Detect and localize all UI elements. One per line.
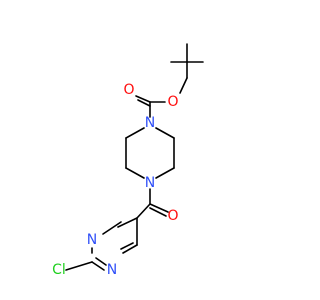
atom-label-o-ester: O xyxy=(167,94,178,110)
bond xyxy=(65,261,93,271)
bond xyxy=(125,167,145,179)
bond xyxy=(135,95,151,103)
bond xyxy=(155,127,175,139)
atom-labels: O O N N O N N Cl xyxy=(52,82,178,278)
bond xyxy=(155,167,175,179)
bond xyxy=(137,99,151,107)
bond xyxy=(149,203,169,213)
bonds xyxy=(65,43,204,271)
atom-label-n-pyrimidine-left: N xyxy=(87,232,97,248)
bond xyxy=(122,244,138,254)
atom-label-n-piperazine-top: N xyxy=(145,115,155,131)
bond xyxy=(125,127,145,139)
bond xyxy=(136,203,151,219)
bond xyxy=(102,221,122,235)
bond xyxy=(95,257,107,266)
atom-label-chlorine: Cl xyxy=(52,262,66,278)
bond xyxy=(149,207,167,217)
bond xyxy=(179,77,188,94)
bond xyxy=(120,242,134,250)
atom-label-o-carbonyl-amide: O xyxy=(167,208,178,224)
bond xyxy=(91,261,105,271)
atom-label-n-pyrimidine-bottom: N xyxy=(107,262,117,278)
atom-label-o-carbonyl-boc: O xyxy=(123,82,134,98)
atom-label-n-piperazine-bottom: N xyxy=(145,175,155,191)
molecule-structure: O O N N O N N Cl xyxy=(52,43,204,278)
bond xyxy=(117,217,138,228)
